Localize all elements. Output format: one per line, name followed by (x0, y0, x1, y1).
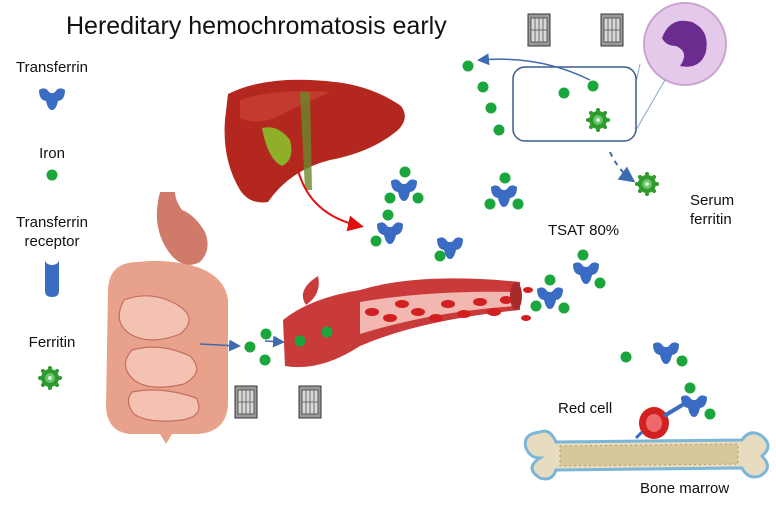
macrophage-icon (643, 2, 727, 86)
blood-vessel-icon (283, 276, 522, 368)
iron-particle (259, 354, 271, 366)
red-cell-icon (634, 402, 686, 440)
transferrin-iron-complex (370, 209, 403, 247)
macrophage-zoom-box (512, 66, 637, 142)
gate-icon (234, 385, 258, 419)
intestine-icon (106, 192, 228, 444)
legend-transferrin-label: Transferrin (16, 59, 88, 76)
iron-particle (485, 102, 497, 114)
legend-ferritin-icon (38, 366, 62, 390)
iron-particle (294, 335, 306, 347)
transferrin-iron-complex (434, 237, 463, 262)
liver-iron-arrow (297, 169, 364, 232)
legend-iron-label: Iron (39, 145, 65, 162)
transferrin-iron-complex (681, 382, 716, 420)
serum-ferritin-particle (635, 172, 659, 196)
ferritin-particle (586, 108, 610, 132)
legend-receptor-icon (45, 260, 59, 297)
iron-particle (587, 80, 599, 92)
transferrin-iron-complex (484, 172, 524, 210)
legend-receptor-label-1: Transferrin (16, 214, 88, 231)
legend-ferritin-label: Ferritin (28, 334, 76, 351)
bone-icon (523, 429, 770, 481)
iron-particle (244, 341, 256, 353)
zoom-line-bottom (635, 79, 666, 131)
page-title: Hereditary hemochromatosis early (66, 12, 447, 40)
red-blood-cells (365, 287, 533, 322)
transferrin-iron-complex (384, 166, 424, 204)
ferritin-release-arrow (609, 151, 636, 183)
tsat-label: TSAT 80% (548, 222, 620, 239)
legend-transferrin-icon (39, 88, 65, 110)
absorption-arrow-2 (264, 335, 285, 348)
gate-icon (527, 13, 551, 47)
red-cell-label: Red cell (558, 400, 613, 417)
iron-particle (558, 87, 570, 99)
iron-particle (462, 60, 474, 72)
iron-particle (620, 351, 632, 363)
iron-particle (493, 124, 505, 136)
bone-marrow-label: Bone marrow (640, 480, 730, 497)
gate-icon (600, 13, 624, 47)
legend-receptor-label-2: receptor (24, 233, 80, 250)
iron-particle (477, 81, 489, 93)
transferrin-iron-complex (653, 342, 688, 367)
absorption-arrow (199, 339, 241, 352)
transferrin-iron-complex (530, 274, 570, 314)
iron-export-arrow (477, 53, 591, 81)
gate-icon (298, 385, 322, 419)
transferrin-iron-complex (573, 249, 606, 289)
liver-icon (224, 79, 405, 203)
legend-iron-icon (46, 169, 58, 181)
iron-particle (260, 328, 272, 340)
serum-ferritin-label-1: Serum (690, 192, 735, 209)
serum-ferritin-label-2: ferritin (690, 211, 732, 228)
iron-particle (321, 326, 333, 338)
